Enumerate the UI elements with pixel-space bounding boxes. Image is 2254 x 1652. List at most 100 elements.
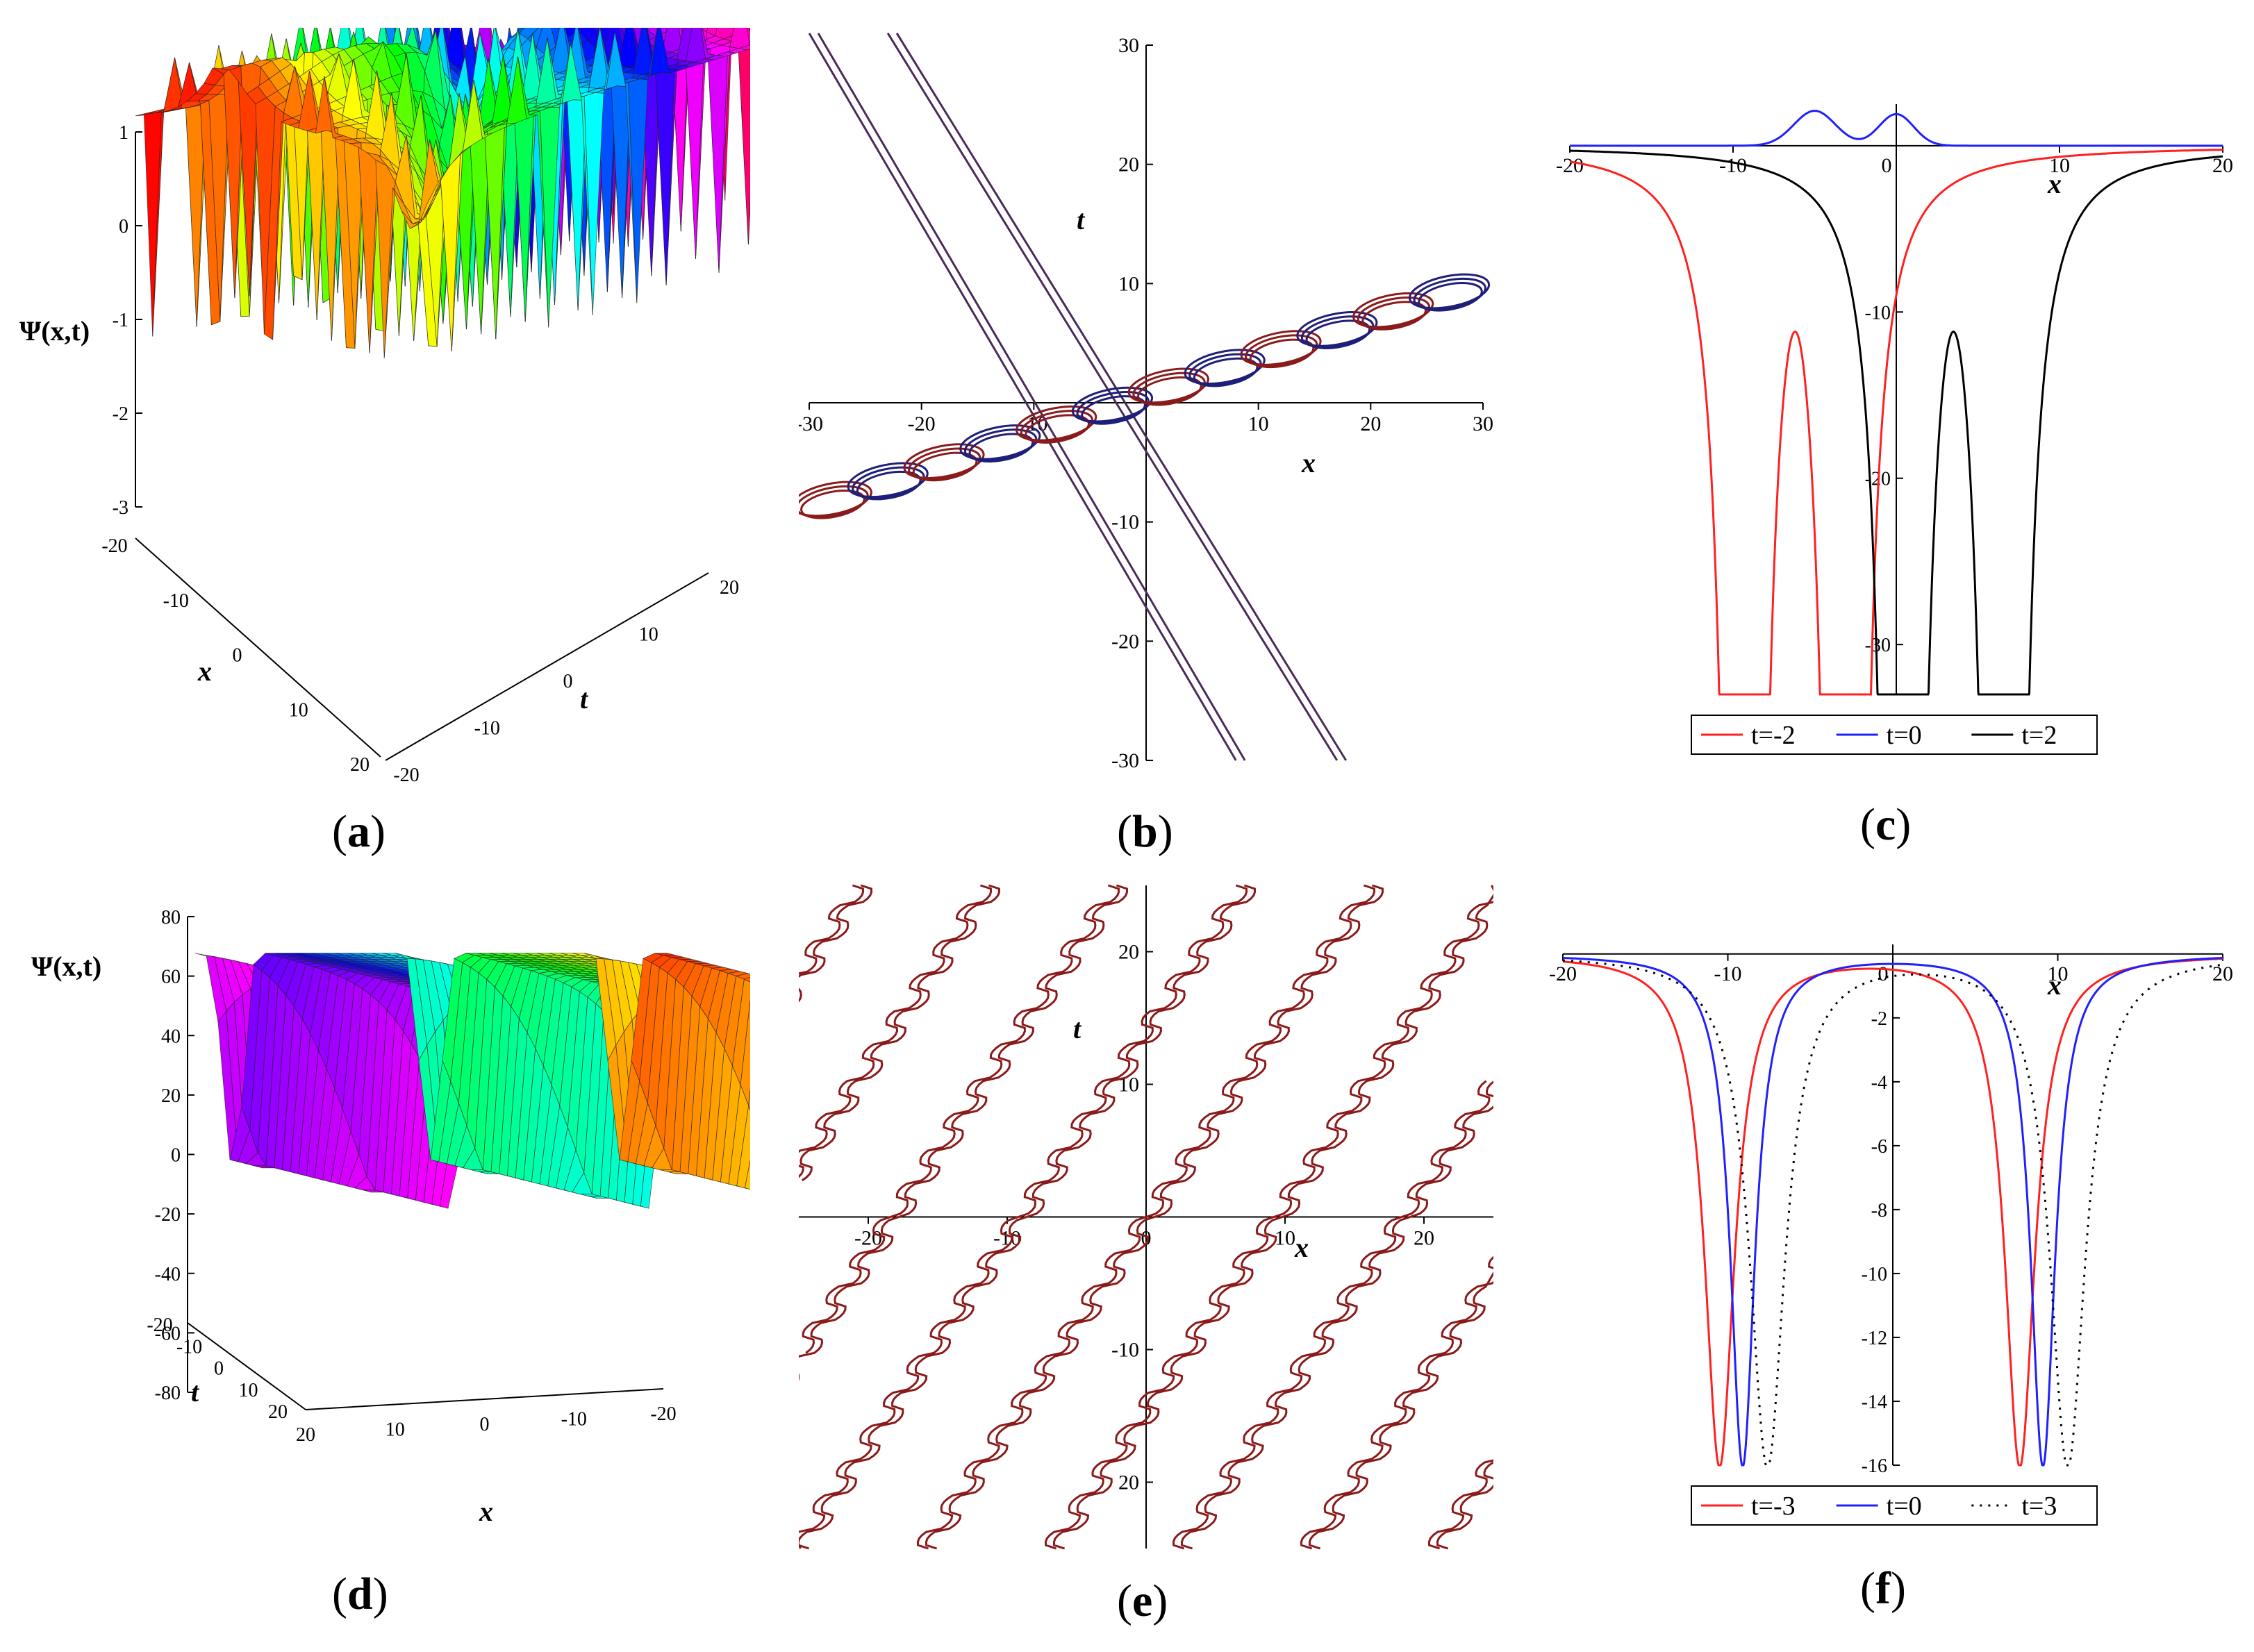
- x-tick-label: -20: [908, 412, 936, 435]
- y-tick-label: -6: [1871, 1136, 1887, 1158]
- x-tick-label: 10: [1275, 1227, 1295, 1250]
- x-tick-label: -20: [1549, 962, 1577, 985]
- contour-line: [802, 884, 1120, 1354]
- caption-c: (c): [1860, 799, 1912, 850]
- y-tick-label: 10: [1118, 272, 1139, 295]
- t-tick-label: 20: [268, 1401, 288, 1423]
- y-tick-label: 30: [1118, 34, 1139, 57]
- t-tick-label: -10: [474, 718, 500, 740]
- contour-line: [799, 884, 1001, 1182]
- surface-patch: [729, 28, 750, 49]
- t-tick-label: 0: [214, 1358, 224, 1380]
- z-tick-label: -60: [155, 1323, 181, 1344]
- contour-loop: [959, 424, 1041, 460]
- series-line-t=0: [1570, 110, 2223, 147]
- contour-line: [1052, 893, 1493, 1550]
- contour-loop: [1071, 386, 1154, 423]
- t-axis: [187, 1322, 306, 1410]
- x-tick-label: 10: [386, 1419, 405, 1441]
- t-tick-label: -20: [393, 765, 419, 786]
- legend-label: t=3: [2021, 1492, 2057, 1521]
- x-axis-label: x: [197, 656, 212, 687]
- contour-line: [817, 33, 1246, 761]
- x-tick-label: 20: [1414, 1227, 1434, 1250]
- x-axis-label: x: [1294, 1232, 1309, 1263]
- contour-line: [1180, 1081, 1493, 1550]
- x-axis-label: x: [1301, 447, 1316, 478]
- contour-line: [1436, 1461, 1493, 1550]
- x-tick-label: 0: [1878, 962, 1889, 985]
- t-tick-label: -20: [147, 1315, 172, 1336]
- x-axis-label: x: [2047, 168, 2062, 199]
- contour-line: [1300, 1255, 1493, 1550]
- contour-loop: [1240, 330, 1322, 366]
- z-tick-label: 0: [119, 216, 129, 237]
- contour-line: [1427, 1459, 1493, 1550]
- y-tick-label: -2: [1871, 1008, 1887, 1030]
- x-axis-label: x: [2047, 969, 2062, 1001]
- contour-loop: [1076, 391, 1150, 424]
- caption-b: (b): [1117, 806, 1173, 857]
- t-axis-label: t: [191, 1376, 200, 1408]
- contour-loop: [1357, 297, 1431, 330]
- y-tick-label: -30: [1865, 635, 1891, 656]
- contour-loop: [800, 490, 865, 519]
- contour-loop: [799, 481, 872, 517]
- surface-patch: [654, 953, 675, 956]
- x-tick-label: 20: [1360, 412, 1381, 435]
- contour-line: [799, 884, 1257, 1550]
- x-tick-label: 10: [1248, 412, 1269, 435]
- contour-loop: [1020, 410, 1094, 443]
- x-tick-label: 0: [1141, 1227, 1152, 1250]
- surface-patch: [737, 28, 750, 245]
- series-line-t=-2: [1569, 149, 2223, 696]
- contour-loop: [1184, 349, 1266, 385]
- z-tick-label: -1: [113, 310, 129, 331]
- series-line-t=0: [1563, 957, 2223, 1467]
- y-tick-label: -14: [1862, 1392, 1887, 1413]
- x-tick-label: -20: [854, 1227, 882, 1250]
- x-axis: [135, 537, 381, 758]
- contour-loop: [1188, 353, 1262, 386]
- z-tick-label: -20: [155, 1204, 181, 1226]
- z-tick-label: -40: [155, 1264, 181, 1285]
- t-axis: [385, 572, 709, 761]
- t-tick-label: -10: [176, 1336, 202, 1358]
- legend-label: t=-3: [1751, 1492, 1796, 1521]
- x-tick-label: -10: [1714, 962, 1742, 985]
- legend-label: t=0: [1887, 721, 1922, 750]
- z-tick-label: 1: [119, 122, 129, 144]
- contour-line: [925, 884, 1384, 1550]
- z-tick-label: -2: [113, 403, 129, 425]
- x-tick-label: -10: [163, 590, 189, 612]
- x-tick-label: 20: [296, 1424, 315, 1446]
- caption-d: (d): [332, 1569, 388, 1619]
- y-tick-label: -8: [1871, 1200, 1887, 1221]
- contour-loop: [847, 462, 929, 499]
- y-tick-label: -30: [1111, 749, 1139, 772]
- x-tick-label: 0: [1882, 154, 1892, 177]
- contour-loop: [1300, 315, 1375, 349]
- x-tick-label: 20: [2212, 962, 2233, 985]
- x-tick-label: 20: [350, 754, 370, 776]
- z-axis-label: Ψ(x,t): [31, 951, 101, 982]
- x-tick-label: 10: [2048, 962, 2069, 985]
- contour-loop: [1296, 311, 1378, 347]
- y-tick-label: -10: [1111, 1339, 1139, 1362]
- surface-patch: [684, 40, 705, 259]
- y-tick-label: -10: [1111, 511, 1139, 534]
- x-tick-label: -20: [101, 535, 127, 557]
- z-tick-label: 80: [161, 907, 181, 928]
- y-tick-label: -16: [1862, 1455, 1887, 1477]
- contour-line: [799, 884, 993, 1178]
- contour-loop: [1127, 367, 1209, 404]
- z-axis-label: Ψ(x,t): [19, 315, 90, 347]
- y-axis-label: t: [1077, 204, 1086, 235]
- y-axis-label: t: [1073, 1013, 1082, 1044]
- z-tick-label: 60: [161, 967, 181, 988]
- contour-loop: [1408, 273, 1491, 310]
- series-line-t=2: [1570, 149, 2223, 696]
- y-tick-label: -10: [1862, 1264, 1887, 1285]
- y-tick-label: -4: [1871, 1072, 1887, 1094]
